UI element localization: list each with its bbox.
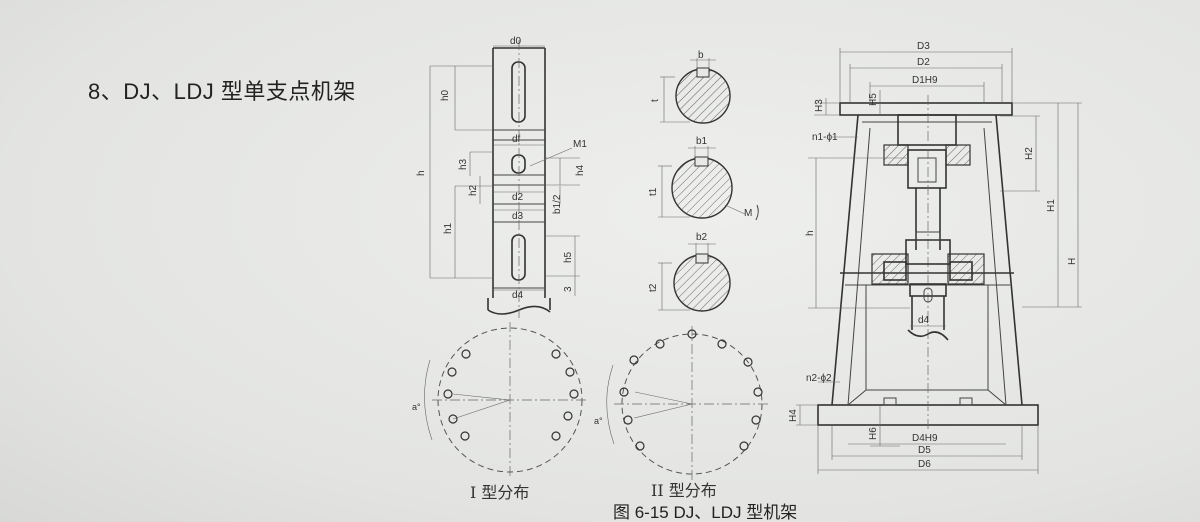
label-h2: h2 — [468, 184, 479, 196]
caption-type-2: II 型分布 — [651, 481, 717, 500]
label-h1: h1 — [443, 222, 454, 234]
label-M1: M1 — [573, 139, 587, 150]
label-n1-phi1: n1-ϕ1 — [812, 132, 838, 143]
label-H3: H3 — [814, 99, 825, 112]
label-h-frame: h — [805, 230, 816, 236]
frame-drawing: D3 D2 D1H9 H3 H5 n1-ϕ1 H2 H1 H h d4 n2-ϕ… — [788, 41, 1082, 474]
caption-type-1: I 型分布 — [470, 483, 529, 502]
bolt-pattern-type-2: a° II 型分布 — [594, 326, 770, 500]
label-D4H9: D4H9 — [912, 433, 938, 444]
label-b: b — [698, 50, 704, 61]
label-3: 3 — [563, 286, 574, 292]
label-D6: D6 — [918, 459, 931, 470]
label-H4: H4 — [788, 409, 799, 422]
angle-label-1: a° — [412, 402, 421, 412]
label-b2: b2 — [696, 232, 708, 243]
label-H6: H6 — [868, 427, 879, 440]
label-b1-half: b1/2 — [552, 194, 563, 214]
label-t2: t2 — [648, 283, 659, 292]
label-M: M — [744, 208, 752, 219]
label-t1: t1 — [648, 187, 659, 196]
label-n2-phi2: n2-ϕ2 — [806, 373, 832, 384]
label-D3: D3 — [917, 41, 930, 52]
label-d3: d3 — [512, 211, 524, 222]
shaft-drawing: d0 h0 df M1 h3 h4 h h2 d2 b1/2 d3 h1 h5 … — [416, 36, 587, 318]
label-h4: h4 — [575, 164, 586, 176]
bolt-pattern-type-1: a° I 型分布 — [412, 322, 588, 502]
figure-caption: 图 6-15 DJ、LDJ 型机架 — [613, 503, 797, 522]
label-h5: h5 — [563, 251, 574, 263]
label-d0: d0 — [510, 36, 522, 47]
angle-label-2: a° — [594, 416, 603, 426]
label-d2: d2 — [512, 192, 524, 203]
label-h0: h0 — [440, 89, 451, 101]
section-heading: 8、DJ、LDJ 型单支点机架 — [88, 79, 356, 104]
label-h: h — [416, 170, 427, 176]
label-D5: D5 — [918, 445, 931, 456]
label-b1: b1 — [696, 136, 708, 147]
label-h3: h3 — [458, 158, 469, 170]
label-df: df — [512, 134, 521, 145]
label-t: t — [650, 99, 661, 102]
cross-sections: b t b1 t1 M b2 t2 — [648, 50, 759, 312]
label-d4-frame: d4 — [918, 315, 930, 326]
label-D2: D2 — [917, 57, 930, 68]
label-H5: H5 — [868, 93, 879, 106]
label-d4: d4 — [512, 290, 524, 301]
label-D1H9: D1H9 — [912, 75, 938, 86]
label-H: H — [1067, 258, 1078, 265]
label-H2: H2 — [1024, 147, 1035, 160]
label-H1: H1 — [1046, 199, 1057, 212]
